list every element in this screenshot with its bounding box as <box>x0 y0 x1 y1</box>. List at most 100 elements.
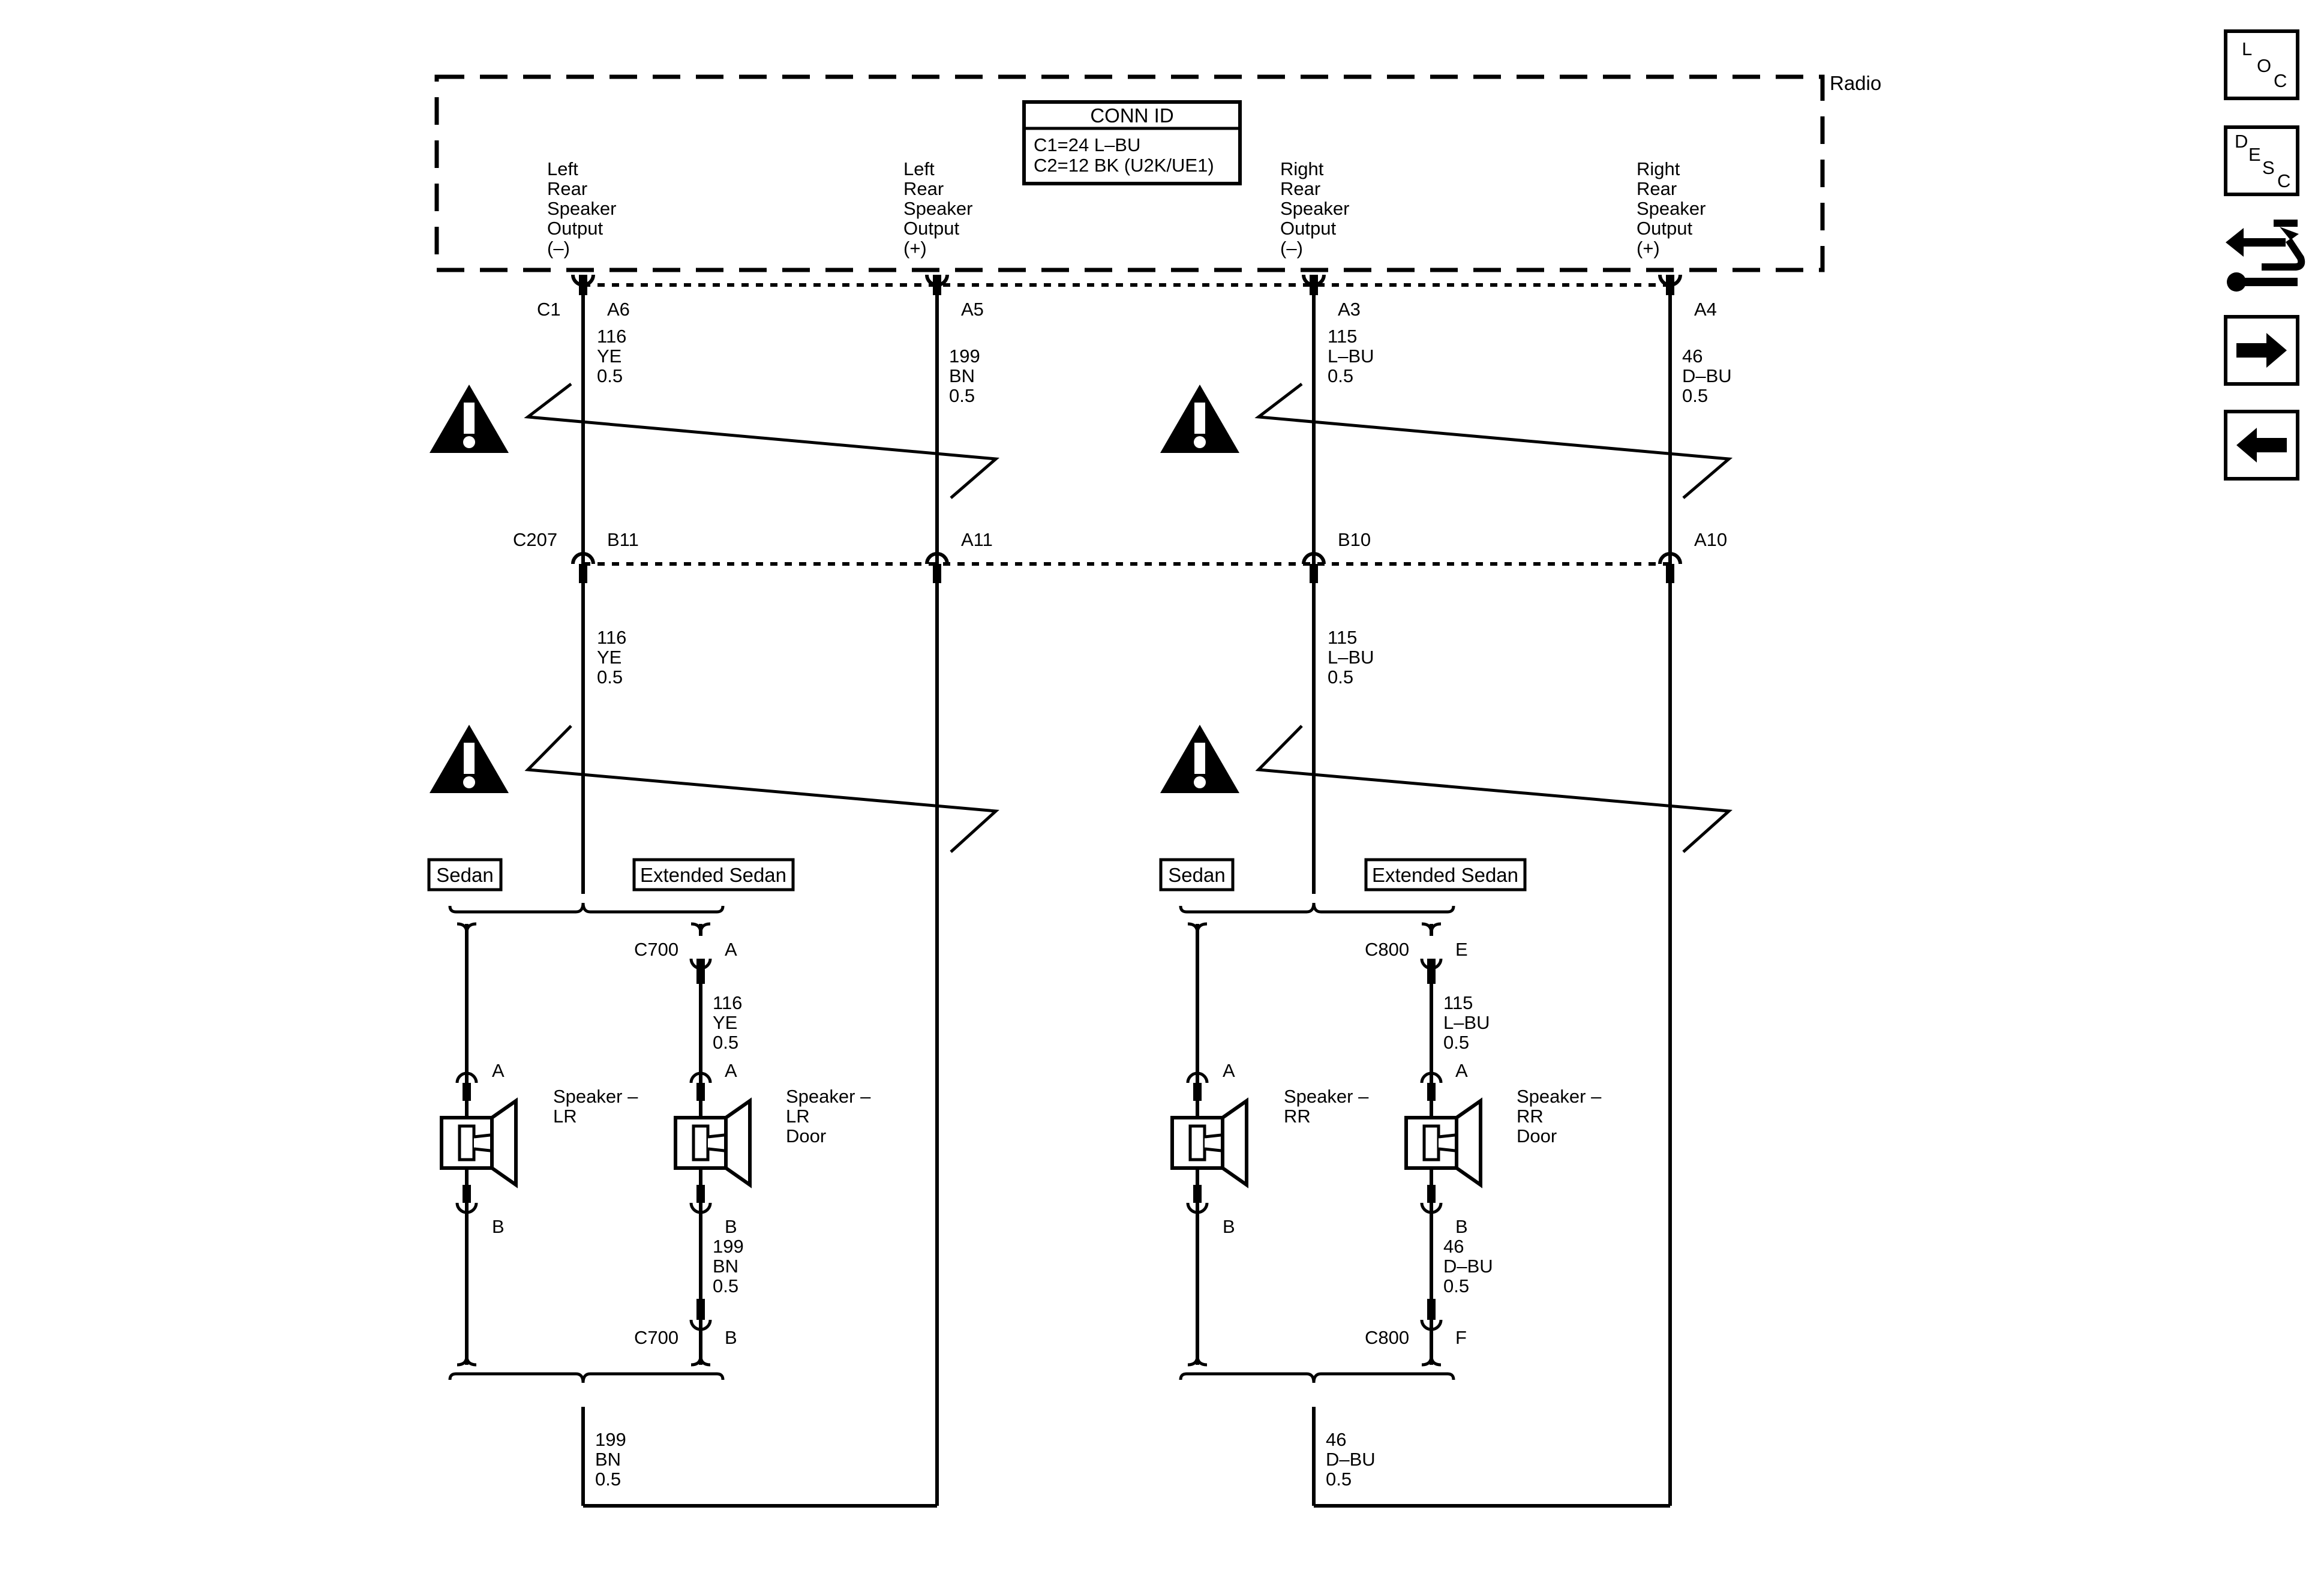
option-extended-sedan-box <box>1364 858 1527 891</box>
svg-text:LR: LR <box>553 1106 577 1127</box>
speaker-rr-label: Speaker – <box>1284 1086 1369 1107</box>
wire-label-116-upper: 116 YE 0.5 <box>597 326 626 386</box>
wire-label-46-upper: 46 D–BU 0.5 <box>1682 346 1732 406</box>
svg-text:Right: Right <box>1637 158 1680 179</box>
speaker-rr-door-label: Speaker – <box>1517 1086 1602 1107</box>
speaker-rr-door-icon <box>1406 1101 1481 1185</box>
warning-icon[interactable] <box>1160 385 1239 453</box>
svg-text:YE: YE <box>597 647 621 668</box>
svg-text:D: D <box>2235 131 2248 152</box>
wires <box>581 285 1672 1508</box>
connector-stubs <box>579 275 1674 583</box>
svg-text:L: L <box>2242 38 2252 59</box>
svg-text:RR: RR <box>1284 1106 1311 1127</box>
svg-text:B: B <box>725 1327 737 1348</box>
output-label-lr-neg: Left Rear Speaker Output (–) <box>547 158 616 259</box>
output-label-rr-neg: Right Rear Speaker Output (–) <box>1280 158 1349 259</box>
svg-text:C700: C700 <box>634 1327 678 1348</box>
wire-label-46-return: 46 <box>1326 1429 1346 1450</box>
svg-text:Speaker: Speaker <box>1280 198 1349 219</box>
svg-text:(+): (+) <box>1637 238 1660 259</box>
pin-a4: A4 <box>1694 299 1717 320</box>
svg-text:0.5: 0.5 <box>597 667 623 688</box>
next-button[interactable] <box>2224 315 2299 386</box>
svg-text:115: 115 <box>1328 627 1357 648</box>
prev-button[interactable] <box>2224 410 2299 481</box>
svg-text:A: A <box>492 1060 505 1081</box>
svg-text:Speaker: Speaker <box>1637 198 1706 219</box>
svg-text:116: 116 <box>713 992 742 1013</box>
speaker-lr-label: Speaker – <box>553 1086 638 1107</box>
pin-a5: A5 <box>961 299 984 320</box>
svg-text:C: C <box>2274 70 2287 91</box>
connector-c207-label: C207 <box>513 529 557 550</box>
desc-button[interactable]: D E S C <box>2224 125 2299 196</box>
speaker-lr-door-icon <box>675 1101 750 1185</box>
svg-text:0.5: 0.5 <box>595 1469 621 1490</box>
svg-text:(–): (–) <box>547 238 570 259</box>
svg-text:Output: Output <box>903 218 959 239</box>
svg-text:A: A <box>1223 1060 1235 1081</box>
svg-text:E: E <box>2248 144 2261 165</box>
wire-label-199-upper: 199 BN 0.5 <box>949 346 980 406</box>
svg-text:YE: YE <box>713 1012 737 1033</box>
svg-text:Left: Left <box>903 158 935 179</box>
arrow-left-icon <box>2236 428 2287 463</box>
wire-label-115-middle: 115 L–BU 0.5 <box>1328 627 1374 688</box>
svg-text:0.5: 0.5 <box>1443 1032 1469 1053</box>
connector-c1: C1 A6 A5 A3 A4 <box>537 274 1717 320</box>
svg-text:BN: BN <box>949 365 975 386</box>
connector-c1-label: C1 <box>537 299 561 320</box>
left-speaker-group: Sedan Extended Sedan A B Speaker – LR C7… <box>427 858 871 1490</box>
pin-b11: B11 <box>607 529 639 550</box>
svg-text:L–BU: L–BU <box>1328 346 1374 367</box>
option-sedan-box <box>1159 858 1235 891</box>
svg-text:D–BU: D–BU <box>1443 1256 1493 1277</box>
svg-text:0.5: 0.5 <box>1328 365 1353 386</box>
svg-text:0.5: 0.5 <box>713 1032 738 1053</box>
option-sedan-label: Sedan <box>1168 864 1225 886</box>
svg-text:(–): (–) <box>1280 238 1303 259</box>
loc-button[interactable]: L O C <box>2224 29 2299 100</box>
svg-text:C800: C800 <box>1365 1327 1409 1348</box>
svg-text:46: 46 <box>1443 1236 1464 1257</box>
pin-a11: A11 <box>961 529 993 550</box>
svg-text:Output: Output <box>547 218 603 239</box>
svg-text:E: E <box>1455 939 1468 960</box>
wrench-arrows-icon[interactable] <box>2226 220 2305 292</box>
svg-text:116: 116 <box>597 326 626 347</box>
svg-text:0.5: 0.5 <box>1682 385 1708 406</box>
warning-icon[interactable] <box>1160 725 1239 793</box>
arrow-right-icon <box>2236 333 2287 368</box>
pin-a6: A6 <box>607 299 630 320</box>
option-sedan-label: Sedan <box>436 864 493 886</box>
svg-text:A: A <box>725 1060 737 1081</box>
warning-icon[interactable] <box>430 385 509 453</box>
wire-label-199-return: 199 <box>595 1429 626 1450</box>
conn-id-box: CONN ID C1=24 L–BU C2=12 BK (U2K/UE1) <box>1022 100 1242 185</box>
svg-text:199: 199 <box>949 346 980 367</box>
pin-a10: A10 <box>1694 529 1727 550</box>
svg-text:C: C <box>2277 170 2290 191</box>
conn-id-line2: C2=12 BK (U2K/UE1) <box>1034 155 1214 176</box>
svg-text:LR: LR <box>786 1106 810 1127</box>
option-extended-sedan-label: Extended Sedan <box>1372 864 1518 886</box>
svg-text:Door: Door <box>1517 1125 1557 1146</box>
connector-c207: C207 B11 A11 B10 A10 <box>513 529 1727 566</box>
svg-text:L–BU: L–BU <box>1328 647 1374 668</box>
svg-text:Right: Right <box>1280 158 1324 179</box>
warning-icon[interactable] <box>430 725 509 793</box>
svg-text:A: A <box>1455 1060 1468 1081</box>
option-extended-sedan-label: Extended Sedan <box>640 864 786 886</box>
svg-text:Rear: Rear <box>547 178 587 199</box>
speaker-lr-door-label: Speaker – <box>786 1086 871 1107</box>
svg-text:A: A <box>725 939 737 960</box>
svg-text:Rear: Rear <box>1637 178 1677 199</box>
svg-text:Rear: Rear <box>1280 178 1320 199</box>
svg-text:Left: Left <box>547 158 578 179</box>
svg-text:F: F <box>1455 1327 1467 1348</box>
wire-label-116-middle: 116 YE 0.5 <box>597 627 626 688</box>
option-extended-sedan-box <box>632 858 795 891</box>
svg-text:199: 199 <box>713 1236 744 1257</box>
svg-text:115: 115 <box>1443 992 1473 1013</box>
